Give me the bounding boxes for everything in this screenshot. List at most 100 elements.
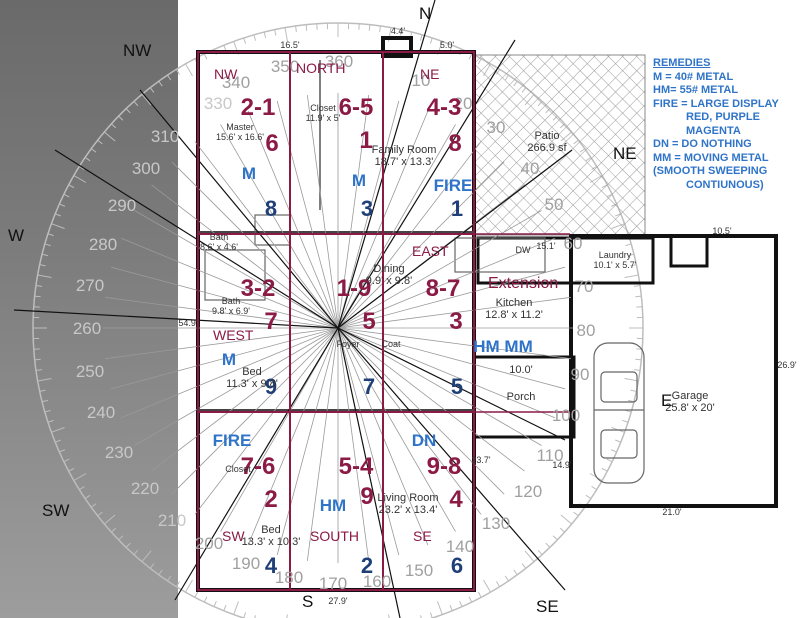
sector-ne-label: NE — [420, 66, 440, 82]
ne-star-mid: 8 — [448, 130, 462, 157]
legend-line: HM= 55# METAL — [653, 84, 739, 96]
west-star-pair: 3-2 — [240, 275, 276, 302]
center-star-mid: 5 — [362, 308, 376, 335]
sector-nw-label: NW — [214, 66, 238, 82]
ne-star-pair: 4-3 — [426, 94, 462, 121]
legend-line: RED, PURPLE — [686, 111, 760, 123]
minor-ray — [337, 327, 566, 390]
direction-se-label: SE — [536, 597, 559, 616]
compass-tick — [624, 378, 639, 382]
compass-tick — [51, 427, 65, 433]
north-star-mid: 1 — [359, 127, 373, 154]
bagua-grid — [197, 51, 570, 591]
compass-tick — [606, 458, 613, 463]
sw-remedy-mark: FIRE — [212, 431, 252, 450]
dim-label: 4.4' — [390, 26, 406, 36]
degree-label: 130 — [481, 514, 511, 533]
minor-ray — [194, 327, 339, 515]
west-remedy-mark: M — [221, 350, 237, 369]
compass-tick — [253, 34, 257, 41]
compass-tick — [185, 579, 193, 593]
se-remedy-mark: DN — [411, 431, 437, 450]
sw-star-base: 4 — [264, 553, 278, 578]
legend-line: DN = DO NOTHING — [653, 138, 752, 150]
degree-label: 160 — [362, 572, 392, 591]
compass-tick — [104, 514, 116, 525]
compass-tick — [634, 285, 641, 287]
compass-tick — [537, 549, 543, 555]
compass-tick — [175, 581, 180, 587]
compass-tick — [125, 108, 131, 114]
minor-ray — [337, 124, 456, 329]
degree-label: 330 — [203, 94, 233, 113]
compass-tick — [483, 579, 491, 593]
minor-ray — [247, 110, 339, 329]
compass-tick — [118, 115, 124, 121]
compass-tick — [496, 581, 501, 587]
compass-tick — [84, 157, 91, 162]
compass-tick — [185, 63, 193, 77]
south-star-mid: 9 — [360, 483, 374, 510]
minor-ray — [171, 161, 339, 329]
minor-ray — [337, 327, 400, 556]
legend-line: MAGENTA — [686, 124, 741, 137]
compass-tick — [111, 123, 117, 129]
south-remedy-mark: HM — [319, 496, 347, 515]
dim-label: 27.9' — [328, 596, 348, 606]
dim-label: 16.5' — [280, 40, 300, 50]
major-direction-line — [337, 149, 573, 329]
dim-label: 54.9' — [178, 318, 198, 328]
north-remedy-mark: M — [351, 171, 367, 190]
minor-ray — [220, 327, 339, 532]
degree-label: 60 — [563, 234, 583, 253]
minor-ray — [337, 327, 370, 562]
compass-tick — [90, 503, 97, 508]
compass-tick — [627, 253, 635, 257]
compass-tick — [158, 569, 163, 576]
ne-remedy-mark: FIRE — [433, 176, 473, 195]
minor-ray — [337, 296, 572, 329]
compass-tick — [622, 419, 629, 423]
nw-remedy-mark: M — [241, 164, 257, 183]
minor-ray — [337, 237, 556, 329]
minor-ray — [104, 296, 339, 329]
compass-tick — [34, 358, 41, 361]
dw-label: DW — [515, 245, 531, 255]
compass-tick — [295, 25, 297, 32]
compass-tick — [125, 542, 131, 548]
room-label-foyer: Foyer — [336, 339, 360, 349]
compass-tick — [459, 600, 463, 607]
compass-tick — [37, 274, 52, 278]
compass-tick — [635, 295, 642, 298]
compass-tick — [35, 369, 42, 371]
sector-sw-label: SW — [222, 528, 245, 544]
compass-tick — [521, 563, 527, 569]
compass-tick — [419, 34, 423, 41]
compass-tick — [79, 486, 85, 491]
direction-rays — [13, 0, 573, 618]
minor-ray — [337, 327, 556, 419]
east-star-mid: 3 — [449, 308, 463, 335]
compass-tick — [90, 148, 97, 153]
east-star-pair: 8-7 — [425, 275, 461, 302]
compass-tick — [73, 473, 87, 481]
major-direction-line — [174, 327, 339, 601]
extension-label: Extension — [488, 275, 559, 292]
se-star-mid: 4 — [449, 486, 463, 513]
south-star-base: 2 — [360, 553, 374, 578]
compass-tick — [560, 514, 572, 525]
compass-tick — [37, 378, 52, 382]
compass-tick — [39, 264, 46, 267]
compass-tick — [437, 601, 443, 615]
dim-label: 10.5' — [712, 226, 732, 236]
compass-tick — [468, 53, 473, 60]
compass-tick — [141, 550, 152, 562]
minor-ray — [337, 266, 566, 329]
compass-ticks — [33, 23, 643, 618]
degree-label: 20 — [453, 94, 473, 113]
compass-tick — [35, 285, 42, 287]
degree-label: 200 — [194, 534, 224, 553]
minor-ray — [151, 327, 339, 472]
